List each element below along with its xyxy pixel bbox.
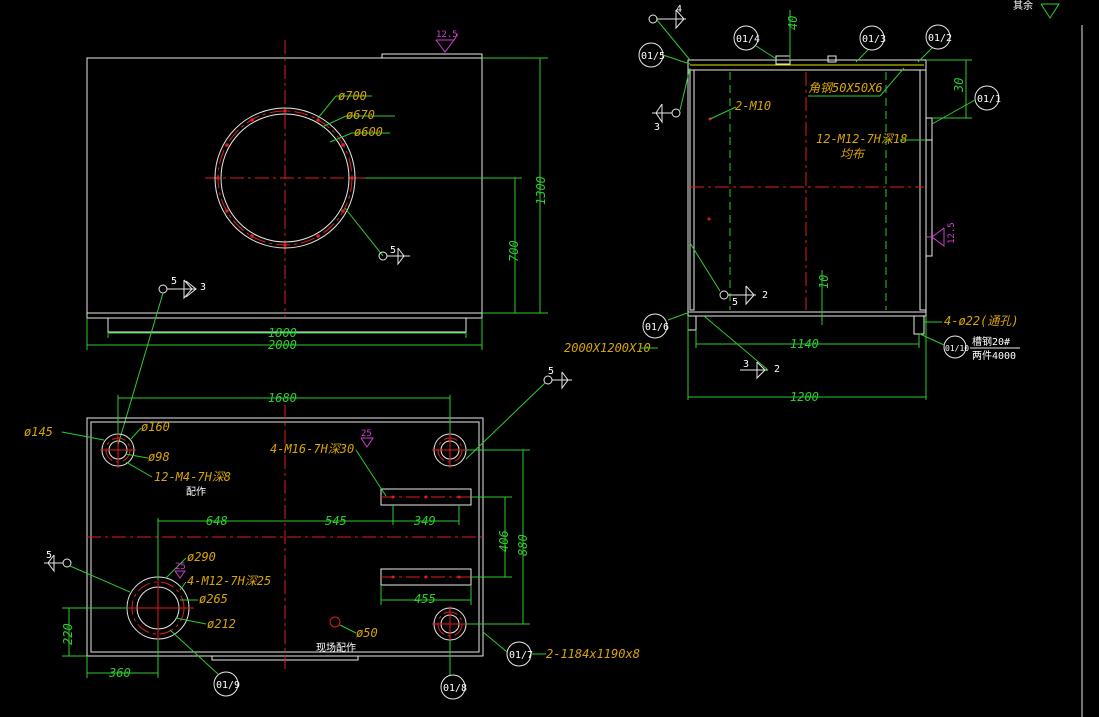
svg-text:5: 5 <box>732 297 738 308</box>
hole-d50 <box>329 616 341 628</box>
svg-text:01/1: 01/1 <box>977 94 1001 105</box>
dim-d265: ø265 <box>199 592 228 606</box>
svg-text:2: 2 <box>762 290 768 301</box>
label-plate: 2000X1200X10 <box>564 341 651 355</box>
hole-top-right <box>432 432 468 468</box>
svg-text:5: 5 <box>390 245 396 256</box>
svg-text:2: 2 <box>774 364 780 375</box>
hole-top-left <box>100 432 136 468</box>
svg-text:01/6: 01/6 <box>645 322 669 333</box>
balloon-01-4: 01/4 <box>733 25 779 61</box>
balloon-01-3: 01/3 <box>855 25 886 63</box>
svg-text:5: 5 <box>171 276 177 287</box>
svg-text:01/5: 01/5 <box>641 51 665 62</box>
roughness-symbol-front <box>435 39 455 53</box>
side-channel-right <box>925 117 933 257</box>
label-12-m12-note: 均布 <box>840 147 866 161</box>
svg-text:5: 5 <box>548 366 554 377</box>
svg-text:01/8: 01/8 <box>443 683 467 694</box>
svg-text:3: 3 <box>654 122 660 133</box>
dim-d50: ø50 <box>356 626 378 640</box>
dim-700: 700 <box>507 240 521 262</box>
balloon-01-8: 01/8 <box>440 640 467 700</box>
manhole-bolt-holes <box>216 109 354 247</box>
top-view: 1680 ø145 ø160 ø98 12-M4-7H深8 配作 4-M16-7… <box>24 366 640 700</box>
hole-bottom-right <box>432 606 468 642</box>
label-mate-2: 现场配作 <box>316 641 356 654</box>
front-channel <box>107 317 467 333</box>
dim-360: 360 <box>108 666 131 680</box>
label-channel-qty: 两件4000 <box>972 350 1016 362</box>
svg-text:3: 3 <box>743 359 749 370</box>
label-plate-2: 2-1184x1190x8 <box>546 647 640 661</box>
svg-text:4: 4 <box>676 4 682 15</box>
label-4-m12: 4-M12-7H深25 <box>187 574 271 588</box>
dim-d98: ø98 <box>148 450 170 464</box>
balloon-01-9: 01/9 <box>169 629 240 697</box>
balloon-01-5: 01/5 <box>638 42 691 68</box>
svg-text:12.5: 12.5 <box>947 222 957 244</box>
dim-455: 455 <box>414 592 436 606</box>
dim-30: 30 <box>952 78 966 93</box>
svg-text:01/4: 01/4 <box>736 34 760 45</box>
balloon-01-2: 01/2 <box>917 24 952 63</box>
dim-220: 220 <box>61 623 75 645</box>
roughness-symbol-corner <box>1040 3 1060 19</box>
dim-40: 40 <box>786 16 800 30</box>
dim-d145: ø145 <box>24 425 53 439</box>
dim-1800: 1800 <box>268 326 297 340</box>
dim-880: 880 <box>516 534 530 556</box>
dim-d600: ø600 <box>354 125 383 139</box>
svg-text:25: 25 <box>361 429 372 439</box>
svg-text:01/3: 01/3 <box>862 34 886 45</box>
corner-note: 其余 <box>1013 0 1033 12</box>
dim-349: 349 <box>413 514 436 528</box>
label-mate-1: 配作 <box>186 486 206 498</box>
svg-text:25: 25 <box>175 562 186 572</box>
dim-10: 10 <box>817 275 831 289</box>
dim-d700: ø700 <box>338 89 367 103</box>
dim-1300: 1300 <box>534 176 548 205</box>
roughness-symbol-top <box>360 437 374 448</box>
svg-text:3: 3 <box>200 282 206 293</box>
dim-545: 545 <box>325 514 347 528</box>
dim-406: 406 <box>497 530 511 552</box>
label-2-m10: 2-M10 <box>735 99 771 113</box>
dim-1200: 1200 <box>790 390 819 404</box>
label-channel-steel: 槽钢20# <box>972 335 1010 348</box>
dim-d670: ø670 <box>346 108 375 122</box>
dim-d290: ø290 <box>187 550 216 564</box>
side-outline <box>687 59 927 313</box>
balloon-01-1: 01/1 <box>931 85 1001 125</box>
balloon-01-10: 01/10 <box>919 333 969 359</box>
svg-text:01/9: 01/9 <box>216 680 240 691</box>
label-4-d22: 4-ø22(通孔) <box>944 314 1019 328</box>
hole-bottom-left <box>122 572 194 644</box>
side-view: 1140 1200 40 30 10 角钢50X50X6 2-M10 12-M1… <box>564 4 1020 404</box>
svg-text:01/7: 01/7 <box>509 650 533 661</box>
svg-text:01/2: 01/2 <box>928 33 952 44</box>
label-12-m12: 12-M12-7H深18 <box>816 132 907 146</box>
label-angle-steel: 角钢50X50X6 <box>808 81 883 95</box>
dim-d160: ø160 <box>141 420 170 434</box>
manhole-inner <box>220 113 350 243</box>
dim-d212: ø212 <box>207 617 236 631</box>
dim-1680: 1680 <box>268 391 297 405</box>
manhole-outer <box>214 107 356 249</box>
svg-text:5: 5 <box>46 550 52 561</box>
dim-1140: 1140 <box>790 337 819 351</box>
svg-text:01/10: 01/10 <box>945 344 969 353</box>
svg-text:12.5: 12.5 <box>436 30 458 40</box>
dim-648: 648 <box>206 514 228 528</box>
roughness-symbol-side <box>931 227 945 247</box>
balloon-01-7: 01/7 <box>482 631 546 667</box>
label-4-m16: 4-M16-7H深30 <box>270 442 354 456</box>
label-12-m4: 12-M4-7H深8 <box>154 470 231 484</box>
balloon-01-6: 01/6 <box>642 313 669 339</box>
front-view: ø700 ø670 ø600 12.5 1300 700 1800 2000 5 <box>86 30 548 446</box>
dim-2000: 2000 <box>268 338 297 352</box>
